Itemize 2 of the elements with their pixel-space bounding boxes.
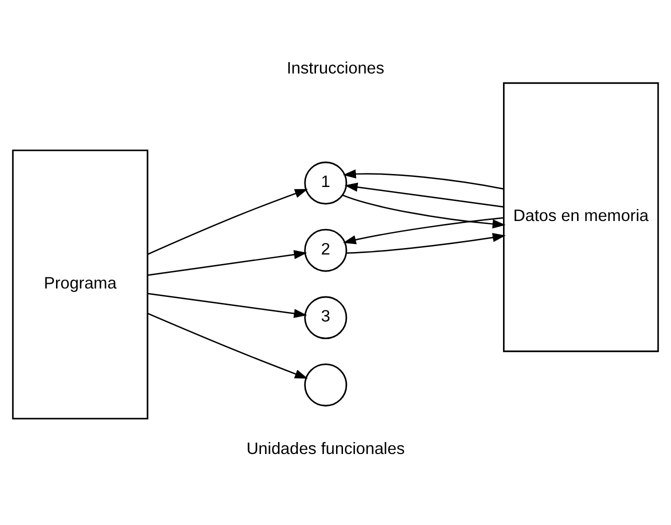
diagram-title: Instrucciones: [286, 58, 384, 78]
node-label: Unidades funcionales: [246, 439, 405, 458]
